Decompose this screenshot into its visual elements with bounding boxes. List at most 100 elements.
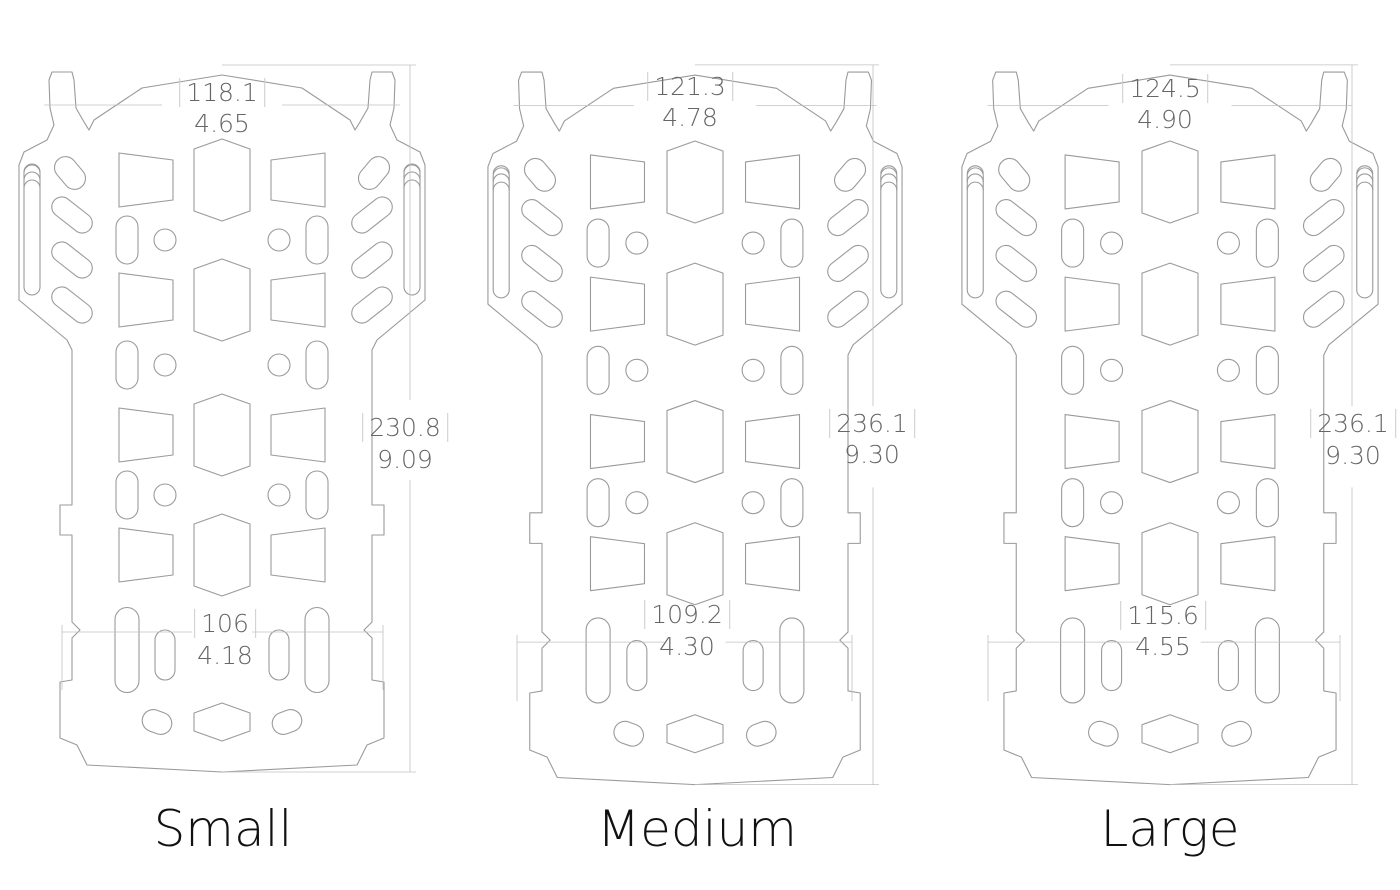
- round-cutout: [625, 358, 649, 382]
- trapezoid-cutout: [589, 536, 646, 592]
- oval-cutout: [1088, 720, 1119, 747]
- dimension-lines: [44, 64, 416, 773]
- small-height-in: 9.09: [377, 445, 433, 474]
- diagonal-slot: [521, 244, 563, 282]
- size-label-large: Large: [1100, 800, 1240, 858]
- diagonal-slot: [51, 286, 93, 324]
- slot-cutout: [626, 639, 648, 692]
- rail-arc: [880, 181, 898, 191]
- trapezoid-cutout: [589, 276, 646, 332]
- diagonal-slot: [351, 241, 393, 279]
- long-slot-cutout: [1254, 617, 1280, 704]
- diagonal-slot: [51, 196, 93, 234]
- hexagon-cutout: [1141, 714, 1199, 754]
- diagonal-slot: [521, 199, 563, 237]
- slot-cutout: [1255, 345, 1279, 395]
- hexagon-cutout: [193, 258, 251, 342]
- trapezoid-cutout: [118, 272, 174, 328]
- hexagon-cutout: [193, 138, 251, 222]
- slot-cutout: [586, 218, 610, 268]
- slot-cutout: [586, 478, 610, 528]
- rail-arc: [403, 163, 421, 173]
- round-cutout: [741, 231, 765, 255]
- hexagon-cutout: [666, 400, 724, 484]
- slot-cutout: [1217, 639, 1239, 692]
- side-rail-slot: [880, 167, 898, 299]
- side-rail-slot: [403, 164, 421, 296]
- trapezoid-cutout: [589, 414, 646, 470]
- round-cutout: [267, 353, 291, 377]
- trapezoid-cutout: [118, 407, 174, 463]
- trapezoid-cutout: [1064, 154, 1120, 210]
- rail-arc: [880, 165, 898, 174]
- round-cutout: [1100, 231, 1124, 255]
- diagonal-slot: [827, 290, 869, 328]
- diagonal-slot: [1302, 290, 1345, 328]
- plate-large: [961, 71, 1379, 786]
- trapezoid-cutout: [1064, 414, 1120, 470]
- medium-width-in: 4.78: [662, 103, 718, 132]
- round-cutout: [153, 353, 177, 377]
- round-cutout: [153, 228, 177, 252]
- trapezoid-cutout: [270, 407, 326, 463]
- trapezoid-cutout: [1220, 536, 1276, 592]
- trapezoid-cutout: [1064, 276, 1120, 332]
- rail-arc: [1356, 165, 1374, 174]
- trapezoid-cutout: [1220, 154, 1276, 210]
- round-cutout: [1216, 358, 1240, 382]
- long-slot-cutout: [114, 606, 140, 694]
- rail-arc: [403, 171, 421, 181]
- hexagon-cutout: [193, 702, 251, 742]
- diagonal-slot: [351, 196, 393, 234]
- medium-bottom-in: 4.30: [659, 632, 715, 661]
- plate-medium: [487, 71, 903, 786]
- slot-cutout: [1061, 218, 1085, 268]
- diagonal-slot: [357, 156, 391, 190]
- slot-cutout: [1255, 478, 1279, 528]
- side-rail-slot: [1356, 167, 1374, 299]
- small-height-mm: 230.8: [362, 413, 448, 442]
- hexagon-cutout: [666, 262, 724, 346]
- side-rail-slot: [492, 167, 510, 299]
- large-height-mm: 236.1: [1310, 409, 1396, 438]
- hexagon-cutout: [1141, 400, 1199, 484]
- diagonal-slot: [833, 157, 867, 192]
- slot-cutout: [586, 345, 610, 395]
- slot-cutout: [115, 215, 139, 265]
- small-width-in: 4.65: [194, 109, 250, 138]
- diagonal-slot: [351, 286, 393, 324]
- trapezoid-cutout: [270, 152, 326, 208]
- rail-arc: [1356, 181, 1374, 191]
- diagonal-slot: [1302, 244, 1345, 282]
- round-cutout: [741, 358, 765, 382]
- small-bottom-in: 4.18: [197, 641, 253, 670]
- rail-arc: [966, 181, 984, 191]
- rail-arc: [966, 173, 984, 183]
- trapezoid-cutout: [1220, 414, 1276, 470]
- trapezoid-cutout: [1064, 536, 1120, 592]
- rail-arc: [23, 179, 41, 189]
- diagonal-slot: [995, 244, 1038, 282]
- rail-arc: [966, 165, 984, 174]
- slot-cutout: [1061, 345, 1085, 395]
- plate-small: [18, 71, 426, 773]
- rail-arc: [403, 179, 421, 189]
- long-slot-cutout: [304, 606, 330, 694]
- round-cutout: [741, 491, 765, 515]
- slot-cutout: [780, 345, 804, 395]
- medium-bottom-mm: 109.2: [644, 600, 730, 629]
- oval-cutout: [1221, 720, 1252, 747]
- diagonal-slot: [53, 156, 87, 190]
- long-slot-cutout: [585, 617, 611, 704]
- diagonal-slot: [51, 241, 93, 279]
- large-width-in: 4.90: [1137, 105, 1193, 134]
- hexagon-cutout: [666, 714, 724, 754]
- rail-arc: [492, 173, 510, 183]
- diagonal-slot: [827, 199, 869, 237]
- trapezoid-cutout: [744, 536, 801, 592]
- round-cutout: [267, 228, 291, 252]
- round-cutout: [267, 483, 291, 507]
- diagonal-slot: [1302, 199, 1345, 237]
- hexagon-cutout: [193, 513, 251, 597]
- oval-cutout: [141, 709, 173, 735]
